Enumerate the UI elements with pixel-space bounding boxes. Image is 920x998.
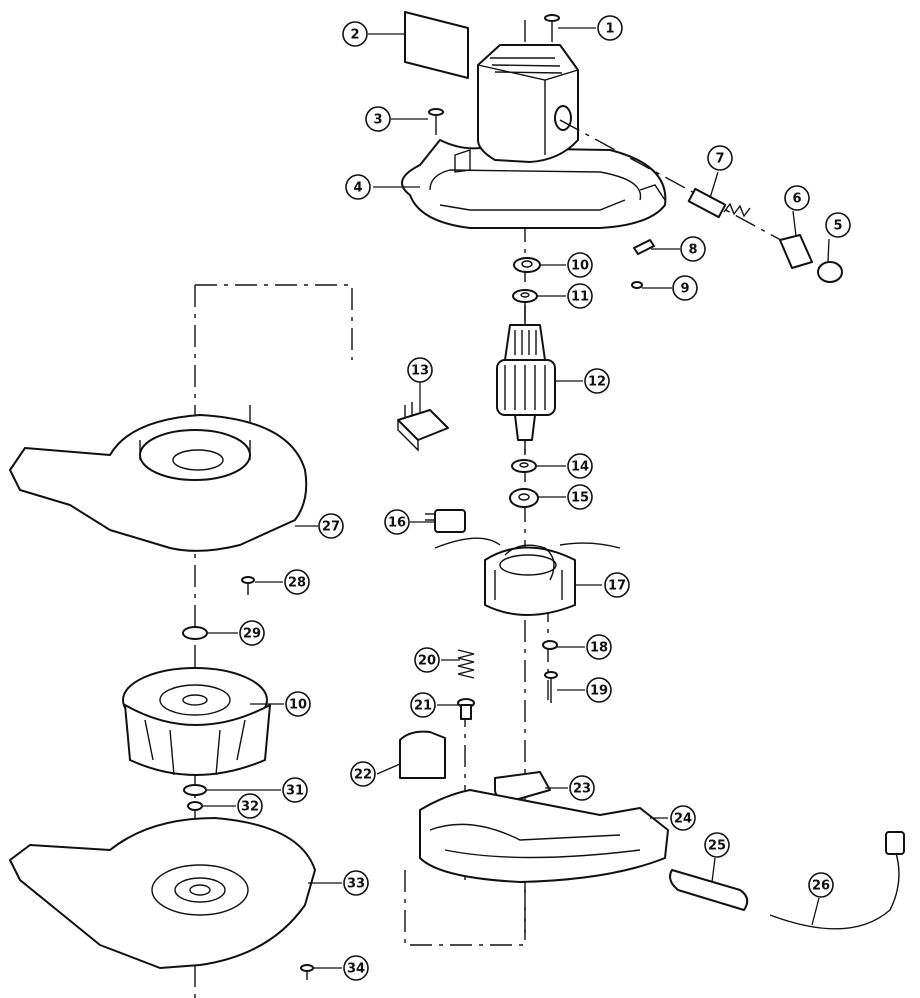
capacitor bbox=[425, 509, 466, 533]
upper-bearing bbox=[512, 257, 541, 303]
leader-lines bbox=[202, 27, 830, 969]
label-plate bbox=[404, 11, 469, 79]
callout-28: 28 bbox=[284, 569, 310, 595]
callout-26: 26 bbox=[808, 872, 834, 898]
callout-label: 17 bbox=[608, 579, 626, 594]
callout-label: 21 bbox=[414, 699, 432, 714]
callout-7: 7 bbox=[707, 145, 733, 171]
spring-and-pin bbox=[457, 649, 475, 720]
callout-31: 31 bbox=[282, 777, 308, 803]
lower-housing bbox=[419, 789, 669, 883]
nut bbox=[187, 801, 203, 811]
callout-label: 11 bbox=[571, 290, 589, 305]
switch bbox=[397, 402, 449, 452]
blower-housing bbox=[9, 817, 316, 969]
blower-cover bbox=[9, 414, 308, 552]
callout-label: 3 bbox=[373, 113, 382, 128]
callout-1: 1 bbox=[597, 15, 623, 41]
callout-12: 12 bbox=[584, 368, 610, 394]
callout-label: 19 bbox=[590, 684, 608, 699]
callout-32: 32 bbox=[237, 793, 263, 819]
callout-23: 23 bbox=[569, 775, 595, 801]
callout-4: 4 bbox=[345, 174, 371, 200]
callout-label: 7 bbox=[715, 152, 724, 167]
callout-label: 33 bbox=[347, 877, 365, 892]
callout-label: 2 bbox=[350, 28, 359, 43]
callout-label: 32 bbox=[241, 800, 259, 815]
callout-9: 9 bbox=[672, 275, 698, 301]
callout-10: 10 bbox=[567, 252, 593, 278]
callout-label: 18 bbox=[590, 641, 608, 656]
cover-screw bbox=[241, 576, 255, 595]
callout-2: 2 bbox=[342, 21, 368, 47]
callout-label: 29 bbox=[243, 627, 261, 642]
callout-11: 11 bbox=[567, 283, 593, 309]
lower-bearing bbox=[509, 459, 539, 508]
callout-33: 33 bbox=[343, 870, 369, 896]
callout-3: 3 bbox=[365, 106, 391, 132]
screw-left bbox=[428, 108, 444, 135]
field-stator bbox=[434, 537, 621, 616]
callout-14: 14 bbox=[567, 453, 593, 479]
callout-label: 28 bbox=[288, 576, 306, 591]
callout-label: 20 bbox=[418, 654, 436, 669]
callout-label: 26 bbox=[812, 879, 830, 894]
callout-label: 9 bbox=[680, 282, 689, 297]
callout-30: 10 bbox=[285, 691, 311, 717]
callout-15: 15 bbox=[567, 484, 593, 510]
callout-label: 5 bbox=[833, 219, 842, 234]
motor-housing bbox=[401, 44, 667, 229]
callout-label: 14 bbox=[571, 460, 589, 475]
callout-label: 34 bbox=[347, 962, 365, 977]
callout-label: 23 bbox=[573, 782, 591, 797]
callout-label: 12 bbox=[588, 375, 606, 390]
callout-label: 8 bbox=[688, 243, 697, 258]
callout-label: 13 bbox=[411, 364, 429, 379]
callout-22: 22 bbox=[350, 761, 376, 787]
callout-label: 1 bbox=[605, 22, 614, 37]
callout-25: 25 bbox=[704, 832, 730, 858]
housing-screw bbox=[300, 964, 314, 980]
callout-label: 31 bbox=[286, 784, 304, 799]
callout-20: 20 bbox=[414, 647, 440, 673]
callout-34: 34 bbox=[343, 955, 369, 981]
callout-label: 24 bbox=[674, 812, 692, 827]
callout-21: 21 bbox=[410, 692, 436, 718]
callout-29: 29 bbox=[239, 620, 265, 646]
spacer bbox=[183, 784, 207, 796]
screw-top bbox=[544, 14, 560, 42]
armature bbox=[496, 305, 556, 455]
callout-label: 10 bbox=[571, 259, 589, 274]
callout-label: 27 bbox=[322, 520, 340, 535]
callout-label: 15 bbox=[571, 491, 589, 506]
callout-label: 22 bbox=[354, 768, 372, 783]
callout-label: 10 bbox=[289, 698, 307, 713]
callout-label: 6 bbox=[792, 192, 801, 207]
callout-label: 4 bbox=[353, 181, 362, 196]
callout-18: 18 bbox=[586, 634, 612, 660]
callout-label: 25 bbox=[708, 839, 726, 854]
callout-17: 17 bbox=[604, 572, 630, 598]
part-number-callouts: 1234567891011121314151617181920212223242… bbox=[237, 15, 851, 981]
callout-6: 6 bbox=[784, 185, 810, 211]
callout-label: 16 bbox=[388, 516, 406, 531]
power-cord bbox=[769, 831, 905, 930]
callout-27: 27 bbox=[318, 513, 344, 539]
callout-5: 5 bbox=[825, 212, 851, 238]
callout-16: 16 bbox=[384, 509, 410, 535]
callout-8: 8 bbox=[680, 236, 706, 262]
pad bbox=[399, 730, 446, 779]
callout-24: 24 bbox=[670, 805, 696, 831]
washer bbox=[182, 626, 208, 640]
stator-screw bbox=[542, 640, 558, 703]
callout-13: 13 bbox=[407, 357, 433, 383]
fan-impeller bbox=[122, 667, 271, 776]
callout-19: 19 bbox=[586, 677, 612, 703]
handle-grip bbox=[669, 869, 749, 911]
